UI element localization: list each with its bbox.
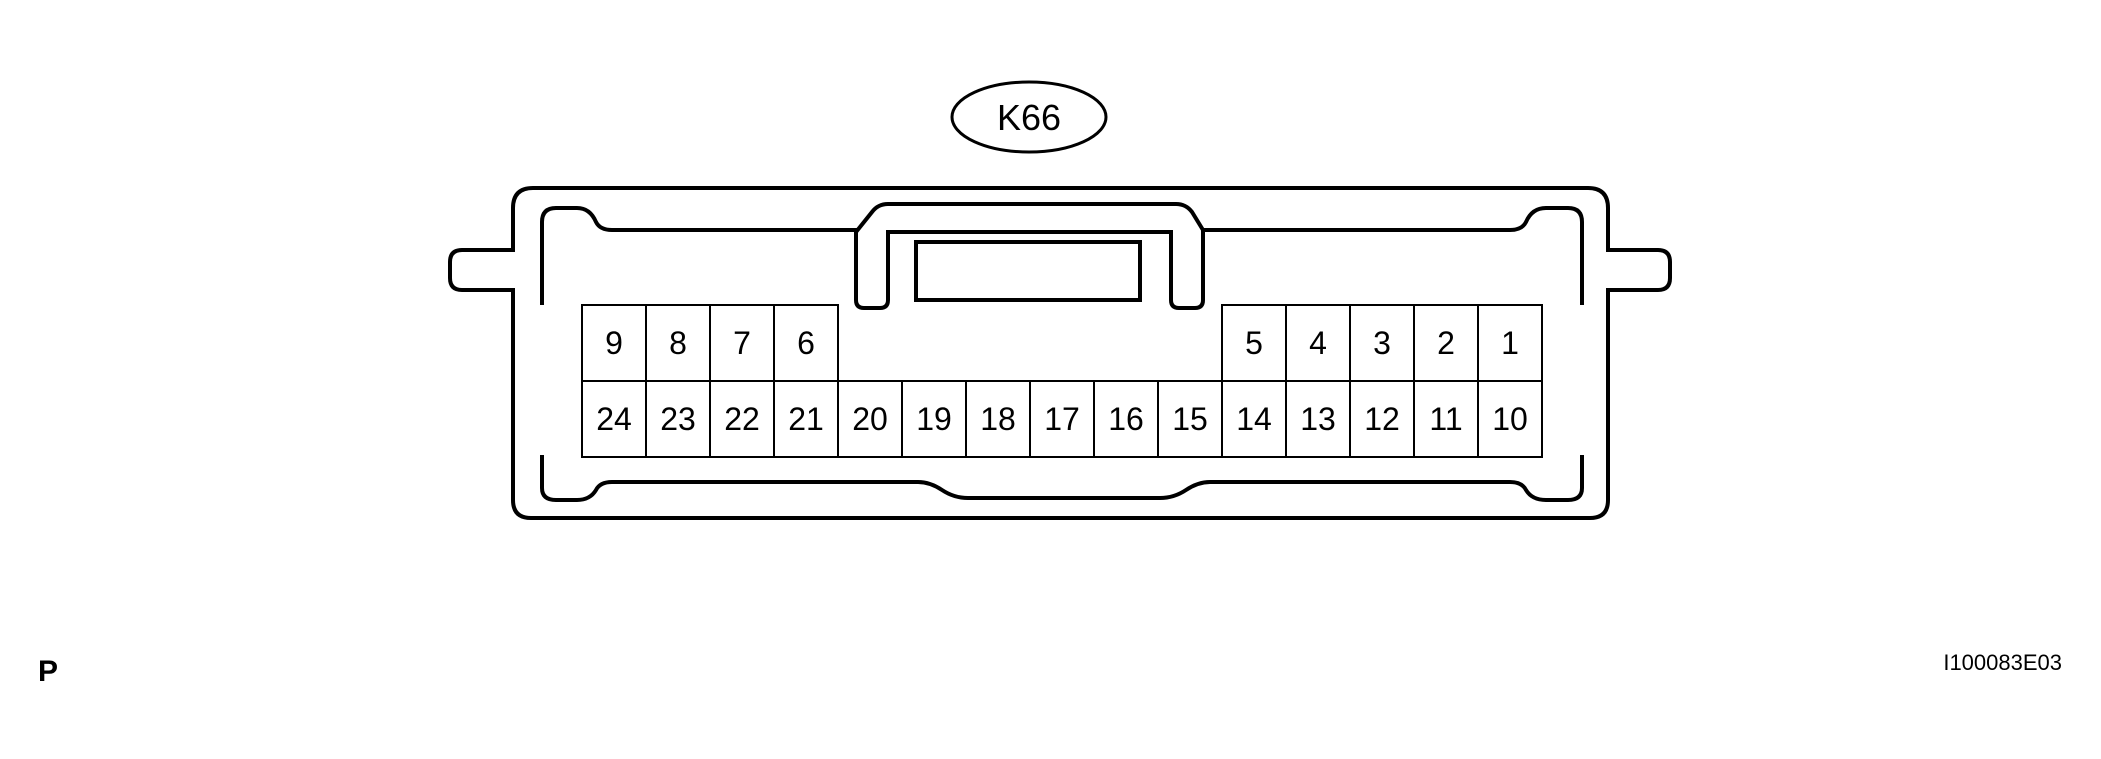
pin-number: 18 xyxy=(980,401,1016,437)
pin-cavity: 13 xyxy=(1285,380,1351,458)
pin-cavity: 6 xyxy=(773,304,839,382)
pin-cavity: 3 xyxy=(1349,304,1415,382)
pin-cavity: 1 xyxy=(1477,304,1543,382)
pin-cavity: 12 xyxy=(1349,380,1415,458)
pin-number: 6 xyxy=(797,325,815,361)
pin-cavity: 19 xyxy=(901,380,967,458)
latch-window xyxy=(914,240,1142,302)
pin-number: 3 xyxy=(1373,325,1391,361)
pin-cavity: 22 xyxy=(709,380,775,458)
pin-cavity: 14 xyxy=(1221,380,1287,458)
pin-cavity: 11 xyxy=(1413,380,1479,458)
pins-top-row-left: 9 8 7 6 xyxy=(581,304,839,382)
pin-number: 21 xyxy=(788,401,824,437)
connector-id-oval xyxy=(950,80,1108,154)
figure-id: I100083E03 xyxy=(1943,650,2062,675)
pin-number: 11 xyxy=(1429,401,1462,437)
pin-number: 2 xyxy=(1437,325,1455,361)
pin-cavity: 9 xyxy=(581,304,647,382)
pin-cavity: 18 xyxy=(965,380,1031,458)
pin-number: 9 xyxy=(605,325,623,361)
pin-cavity: 8 xyxy=(645,304,711,382)
pin-number: 23 xyxy=(660,401,696,437)
pin-number: 4 xyxy=(1309,325,1327,361)
housing-inner-bottom xyxy=(540,455,1584,502)
pins-bottom-row: 24 23 22 21 20 19 18 17 16 15 14 13 12 11 10 xyxy=(581,380,1543,458)
housing-latch xyxy=(854,202,1205,234)
connector-id-text: K66 xyxy=(997,97,1061,138)
connector-housing xyxy=(448,186,1672,520)
pin-cavity: 4 xyxy=(1285,304,1351,382)
view-marker: P xyxy=(38,655,58,688)
pin-number: 14 xyxy=(1236,401,1272,437)
pin-cavity: 21 xyxy=(773,380,839,458)
pin-number: 22 xyxy=(724,401,760,437)
pin-number: 19 xyxy=(916,401,952,437)
pin-cavity: 10 xyxy=(1477,380,1543,458)
pin-number: 16 xyxy=(1108,401,1144,437)
pin-cavity: 23 xyxy=(645,380,711,458)
pins-top-row-right: 5 4 3 2 1 xyxy=(1221,304,1543,382)
pin-number: 1 xyxy=(1501,325,1519,361)
pin-cavity: 24 xyxy=(581,380,647,458)
pin-number: 17 xyxy=(1044,401,1080,437)
pin-number: 7 xyxy=(733,325,751,361)
pin-number: 5 xyxy=(1245,325,1263,361)
pin-number: 20 xyxy=(852,401,888,437)
pin-number: 24 xyxy=(596,401,632,437)
pin-number: 8 xyxy=(669,325,687,361)
pin-cavity: 2 xyxy=(1413,304,1479,382)
connector-id-label: K66 xyxy=(950,80,1108,154)
housing-inner-top xyxy=(540,206,1584,310)
pin-number: 12 xyxy=(1364,401,1400,437)
pin-number: 10 xyxy=(1492,401,1528,437)
pin-number: 13 xyxy=(1300,401,1336,437)
pin-cavity: 7 xyxy=(709,304,775,382)
pin-number: 15 xyxy=(1172,401,1208,437)
pin-cavity: 5 xyxy=(1221,304,1287,382)
pin-cavity: 16 xyxy=(1093,380,1159,458)
pin-cavity-box xyxy=(1477,380,1543,458)
pin-cavity: 17 xyxy=(1029,380,1095,458)
pin-cavity: 15 xyxy=(1157,380,1223,458)
housing-outer xyxy=(448,186,1672,520)
pin-cavity: 20 xyxy=(837,380,903,458)
